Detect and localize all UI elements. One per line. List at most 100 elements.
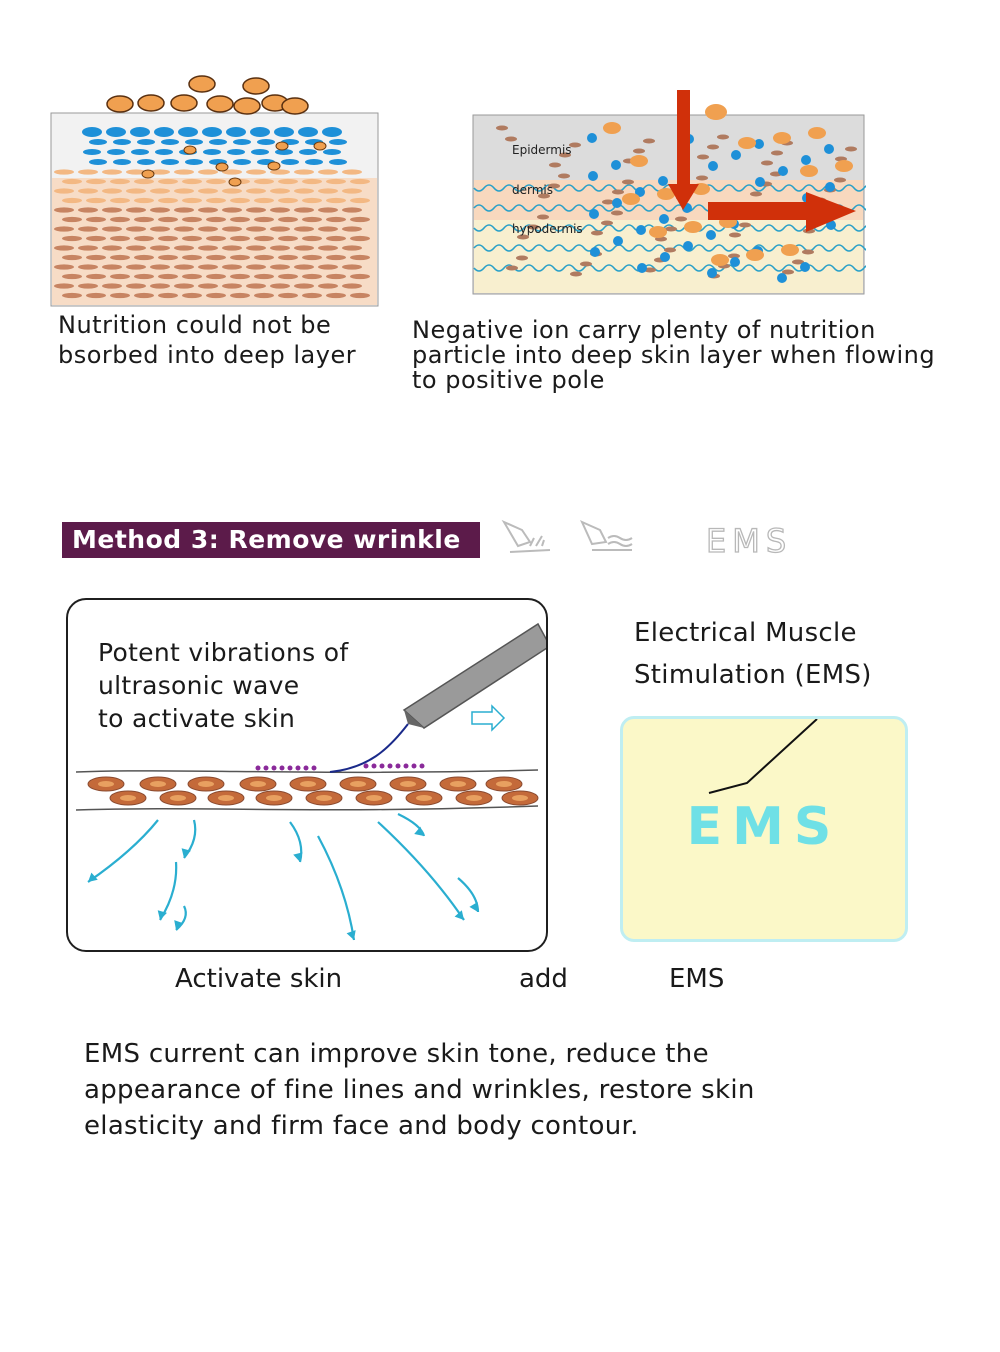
tissue-cell: [222, 245, 242, 251]
nutrient-particle: [137, 94, 165, 112]
ion-cell: [155, 149, 173, 155]
down-arrow-head: [668, 184, 699, 210]
energy-wave-head: [293, 852, 303, 862]
tissue-cell: [302, 216, 322, 223]
tissue-cell: [126, 245, 146, 251]
ion-cell: [203, 149, 221, 155]
ion-cell: [83, 149, 101, 155]
ion-cell: [329, 139, 347, 145]
ion-cell: [202, 127, 222, 137]
tissue-cell: [206, 178, 226, 185]
ion-cell: [281, 159, 299, 165]
ultrasonic-dot: [287, 765, 293, 771]
negative-ion: [636, 225, 646, 235]
tissue-cell: [206, 292, 226, 299]
tissue-cell: [664, 247, 676, 253]
tissue-cell: [150, 245, 170, 251]
add-label: add: [519, 964, 568, 994]
tissue-cell: [206, 216, 226, 223]
tissue-cell: [246, 169, 266, 175]
cell-nucleus: [266, 795, 282, 801]
ultrasonic-dot: [255, 765, 261, 771]
tissue-cell: [198, 226, 218, 232]
ion-cell: [178, 127, 198, 137]
tissue-cell: [294, 188, 314, 194]
tissue-cell: [126, 207, 146, 213]
ultrasonic-dot: [311, 765, 317, 771]
tissue-cell: [270, 283, 290, 289]
tissue-cell: [834, 177, 846, 183]
tissue-cell: [350, 216, 370, 223]
tissue-cell: [150, 169, 170, 175]
tissue-cell: [246, 207, 266, 213]
tissue-cell: [548, 183, 560, 189]
description-line3: elasticity and firm face and body contou…: [84, 1111, 639, 1141]
tissue-cell: [505, 136, 517, 142]
tissue-cell: [230, 197, 250, 204]
right-caption-line2: particle into deep skin layer when flowi…: [412, 341, 936, 369]
tissue-cell: [62, 235, 82, 242]
ems-label: EMS: [669, 964, 725, 994]
tissue-cell: [158, 292, 178, 299]
cell-nucleus: [218, 795, 234, 801]
tissue-cell: [612, 189, 624, 195]
negative-ion: [613, 236, 623, 246]
tissue-cell: [158, 178, 178, 185]
tissue-cell: [302, 273, 322, 280]
tissue-cell: [134, 235, 154, 242]
ion-cell: [131, 149, 149, 155]
tissue-cell: [78, 169, 98, 175]
tissue-cell: [174, 169, 194, 175]
cell-nucleus: [466, 795, 482, 801]
nutrient-particle: [781, 244, 799, 256]
cell-nucleus: [450, 781, 466, 787]
layer-label-hypodermis: hypodermis: [512, 222, 583, 236]
tissue-cell: [126, 226, 146, 232]
ion-cell: [227, 149, 245, 155]
ion-cell: [209, 139, 227, 145]
tissue-cell: [270, 169, 290, 175]
nutrient-particle: [206, 95, 234, 113]
negative-ion: [706, 230, 716, 240]
tissue-cell: [174, 283, 194, 289]
left-caption: Nutrition could not be bsorbed into deep…: [58, 312, 356, 368]
tissue-cell: [350, 197, 370, 204]
tissue-cell: [246, 226, 266, 232]
energy-wave-head: [88, 872, 98, 882]
tissue-cell: [601, 220, 613, 226]
tissue-cell: [182, 273, 202, 280]
tissue-cell: [110, 273, 130, 280]
tissue-cell: [739, 222, 751, 228]
tissue-cell: [158, 254, 178, 261]
ultrasonic-line3: to activate skin: [98, 704, 296, 733]
tissue-cell: [182, 292, 202, 299]
absorbed-particle: [228, 177, 242, 187]
tissue-cell: [54, 283, 74, 289]
tissue-cell: [198, 283, 218, 289]
nutrient-particle: [281, 97, 309, 115]
nutrient-particle: [233, 97, 261, 115]
cell-nucleus: [198, 781, 214, 787]
absorbed-particle: [183, 145, 197, 155]
tissue-cell: [174, 207, 194, 213]
ultrasonic-dot: [303, 765, 309, 771]
cell-nucleus: [120, 795, 136, 801]
motion-arrow: [471, 704, 506, 732]
negative-ion: [755, 177, 765, 187]
tissue-cell: [527, 224, 539, 230]
ems-title-line1: Electrical Muscle: [634, 618, 857, 648]
tissue-cell: [78, 226, 98, 232]
ultrasonic-dot: [403, 763, 409, 769]
layer-label-dermis: dermis: [512, 183, 553, 197]
tissue-cell: [78, 264, 98, 270]
tissue-cell: [54, 207, 74, 213]
absorbed-particle: [275, 141, 289, 151]
negative-ion: [658, 176, 668, 186]
energy-wave-head: [157, 910, 167, 920]
tissue-cell: [559, 152, 571, 158]
energy-wave: [159, 861, 178, 921]
tissue-cell: [591, 230, 603, 236]
ion-cell: [113, 159, 131, 165]
tissue-cell: [126, 169, 146, 175]
energy-wave: [317, 835, 356, 941]
